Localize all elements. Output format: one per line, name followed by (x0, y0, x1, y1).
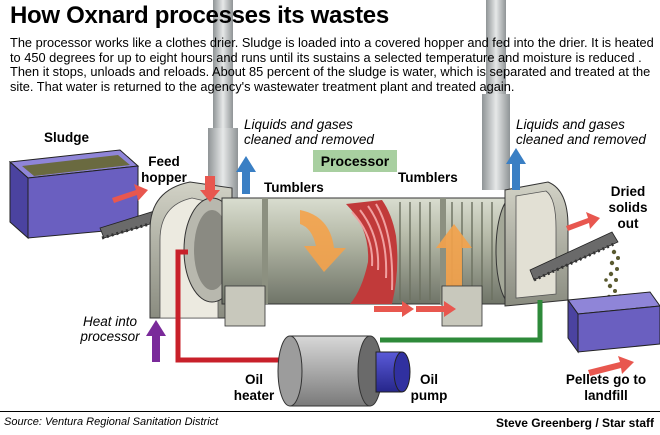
label-pellets: Pellets go to landfill (552, 372, 660, 404)
label-hopper: hopper (141, 170, 187, 185)
label-out: out (617, 216, 639, 231)
vent-arrow-left (236, 156, 256, 194)
discharge-conveyor (529, 231, 619, 281)
tumbler-arrow-down (300, 210, 346, 272)
label-tumblers-left: Tumblers (264, 180, 324, 195)
label-liquids-left: Liquids and gases cleaned and removed (244, 117, 374, 147)
label-liquids-right-line2: cleaned and removed (516, 132, 646, 147)
pellet-bin (567, 291, 660, 354)
source-note: Source: Ventura Regional Sanitation Dist… (4, 416, 219, 428)
return-pipe (380, 300, 543, 343)
label-pellets-line2: landfill (584, 388, 628, 403)
sludge-bin (8, 149, 140, 240)
label-heat-line1: Heat into (82, 314, 138, 329)
label-heat-line2: processor (80, 329, 140, 344)
discharge-casing (504, 181, 569, 307)
label-tumblers-right: Tumblers (398, 170, 458, 185)
right-stack-base (482, 94, 510, 190)
label-dried-solids: Dried solids out (600, 184, 656, 232)
label-liquids-left-line1: Liquids and gases (244, 117, 353, 132)
label-oil-heater-line2: heater (233, 388, 275, 403)
footer-divider (0, 411, 660, 412)
left-exhaust-stack (213, 0, 233, 138)
heat-arrow (146, 320, 166, 362)
tumbler-arrow-up (436, 224, 472, 292)
label-dried: Dried (610, 184, 646, 199)
label-oil-heater-line1: Oil (244, 372, 263, 387)
label-oil-pump: Oil pump (404, 372, 454, 404)
arrows (112, 148, 634, 376)
label-liquids-left-line2: cleaned and removed (244, 132, 374, 147)
label-feed: Feed (148, 154, 180, 169)
label-oil-pump-line1: Oil (419, 372, 438, 387)
label-solids: solids (608, 200, 648, 215)
label-liquids-right-line1: Liquids and gases (516, 117, 625, 132)
credit: Steve Greenberg / Star staff (495, 416, 654, 430)
vent-arrow-right (506, 148, 526, 190)
oil-pump (375, 351, 411, 393)
label-pellets-line1: Pellets go to (565, 372, 647, 387)
oil-heater (277, 335, 383, 407)
right-exhaust-stack (486, 0, 506, 100)
label-feed-hopper: Feed hopper (134, 154, 194, 186)
hopper-feed-arrow (200, 176, 220, 202)
label-heat: Heat into processor (70, 314, 150, 344)
processor-label: Processor (313, 150, 397, 172)
label-sludge: Sludge (44, 130, 90, 145)
label-liquids-right: Liquids and gases cleaned and removed (516, 117, 646, 147)
label-oil-pump-line2: pump (410, 388, 448, 403)
feed-hopper-casing (149, 181, 241, 319)
description: The processor works like a clothes drier… (10, 35, 654, 94)
left-support (224, 285, 266, 327)
label-oil-heater: Oil heater (226, 372, 282, 404)
page-title: How Oxnard processes its wastes (10, 2, 389, 29)
